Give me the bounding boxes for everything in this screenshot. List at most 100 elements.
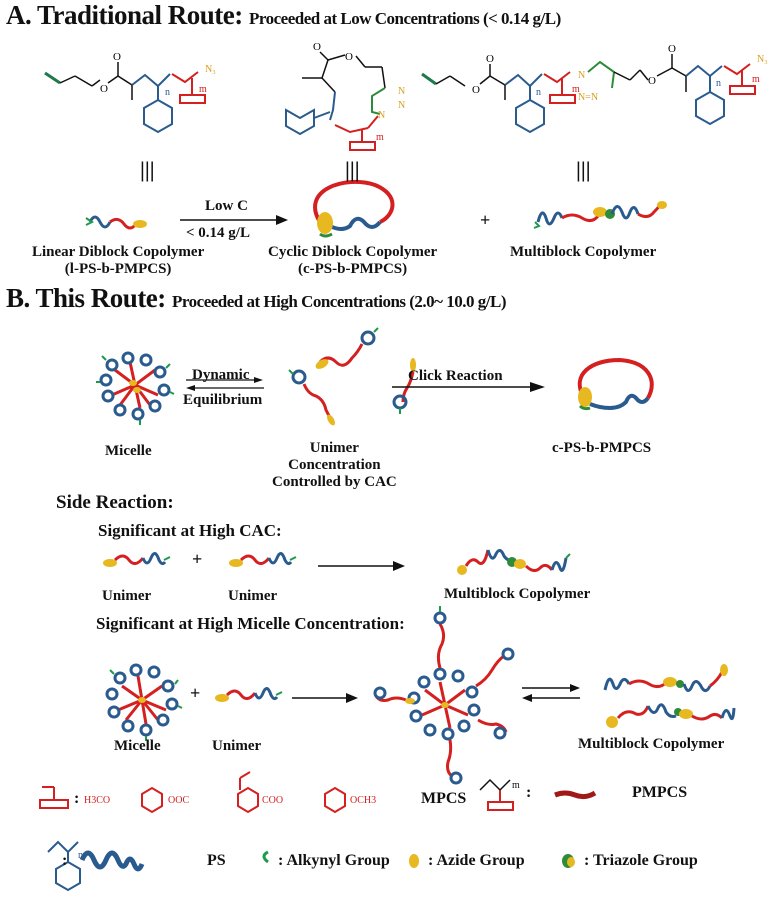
multiblock-cartoon-b2 [603, 664, 736, 728]
svg-text:m: m [752, 74, 760, 85]
click-reaction-arrow [392, 382, 545, 392]
mpcs-colon: : [74, 790, 80, 807]
equiv-symbol-3: ||| [576, 157, 591, 182]
arrow-top-label: Low C [205, 198, 248, 214]
micelle-cartoon-main [96, 351, 175, 425]
click-reaction-label: Click Reaction [408, 368, 503, 384]
svg-text:m: m [376, 132, 384, 143]
svg-text:m: m [572, 84, 580, 95]
reversible-arrows [522, 684, 580, 702]
multiblock-cartoon-b1 [457, 549, 571, 575]
multiblock-label-b2: Multiblock Copolymer [578, 736, 725, 752]
section-a-subtitle: Proceeded at Low Concentrations (< 0.14 … [249, 9, 561, 28]
mpcs-formula-coo: COO [262, 795, 284, 806]
unimer-label-line1: Unimer [309, 440, 359, 456]
svg-text:O: O [313, 41, 321, 53]
svg-text:N₃: N₃ [757, 54, 768, 65]
azide-legend-icon [409, 854, 419, 868]
svg-text:N: N [398, 86, 405, 97]
ps-label: PS [207, 852, 226, 869]
linear-diblock-abbrev: (l-PS-b-PMPCS) [64, 261, 172, 277]
svg-text:O: O [100, 83, 108, 95]
multiblock-label-b1: Multiblock Copolymer [444, 586, 591, 602]
svg-text:O: O [472, 84, 480, 96]
unimer-cartoon-3 [215, 687, 283, 702]
side-reaction-title: Side Reaction: [56, 492, 174, 513]
cyclic-diblock-structure: O O m N N N [285, 41, 405, 151]
svg-text:O: O [648, 75, 656, 87]
pmpcs-legend-structure [479, 778, 597, 811]
unimer-cartoon-2 [229, 552, 297, 567]
unimer-label-line2: Concentration [288, 457, 381, 473]
section-a-heading: A. Traditional Route: [6, 0, 243, 30]
ps-legend-structure [47, 840, 145, 892]
plus-sign-cac: + [192, 549, 203, 569]
micelle-label-main: Micelle [105, 443, 152, 459]
section-a-title: A. Traditional Route: Proceeded at Low C… [6, 0, 561, 31]
svg-text:N: N [398, 100, 405, 111]
arrow-bottom-label: < 0.14 g/L [186, 225, 250, 241]
equiv-symbol-1: ||| [140, 157, 155, 182]
pmpcs-label: PMPCS [632, 784, 688, 801]
mpcs-formula-h3co: H3CO [84, 795, 111, 806]
svg-text:N: N [578, 70, 585, 81]
plus-sign-micelle: + [190, 683, 201, 703]
section-b-heading: B. This Route: [6, 283, 166, 313]
pmpcs-subscript: m [512, 780, 520, 791]
linear-diblock-label: Linear Diblock Copolymer (l-PS-b-PMPCS) [32, 244, 204, 278]
svg-text:O: O [113, 51, 121, 63]
side-reaction-arrow-2 [292, 693, 358, 703]
svg-text:N: N [378, 110, 385, 121]
low-c-arrow [180, 215, 288, 225]
mpcs-label: MPCS [421, 790, 467, 807]
mpcs-formula-och3: OCH3 [350, 795, 377, 806]
unimer-label-1: Unimer [102, 588, 152, 604]
unimer-label-line3: Controlled by CAC [272, 474, 397, 490]
micelle-with-unimers-cartoon [373, 606, 515, 785]
triazole-label: : Triazole Group [584, 852, 698, 869]
alkynyl-legend-icon [262, 850, 269, 864]
side-reaction-arrow-1 [318, 561, 405, 571]
multiblock-cartoon-a [533, 201, 667, 229]
unimer-label-2: Unimer [228, 588, 278, 604]
triazole-legend-icon [562, 854, 575, 868]
multiblock-structure: O O n m N N=N O O n m N₃ [421, 43, 768, 134]
plus-sign-a: + [480, 210, 491, 230]
cyclic-diblock-label: Cyclic Diblock Copolymer (c-PS-b-PMPCS) [268, 244, 437, 278]
svg-text:N=N: N=N [578, 92, 598, 103]
micelle-label-side: Micelle [114, 738, 161, 754]
ps-colon: : [62, 852, 68, 869]
ps-subscript: n [78, 850, 83, 861]
linear-diblock-cartoon [85, 215, 147, 230]
cyclic-product-cartoon [577, 357, 654, 411]
svg-text:O: O [668, 43, 676, 55]
azide-label: : Azide Group [428, 852, 525, 869]
equilibrium-arrows [186, 377, 264, 391]
pmpcs-colon: : [526, 784, 532, 801]
section-b-subtitle: Proceeded at High Concentrations (2.0~ 1… [172, 292, 506, 311]
svg-text:N₃: N₃ [205, 64, 216, 75]
svg-text:m: m [199, 84, 207, 95]
micelle-cartoon-side [105, 663, 183, 741]
alkynyl-label: : Alkynyl Group [278, 852, 390, 869]
svg-text:O: O [345, 51, 353, 63]
svg-text:n: n [536, 87, 541, 98]
equiv-symbol-2: ||| [345, 157, 360, 182]
high-micelle-title: Significant at High Micelle Concentratio… [96, 614, 405, 633]
equilibrium-bottom-label: Equilibrium [183, 392, 263, 408]
high-cac-title: Significant at High CAC: [98, 521, 282, 540]
equilibrium-top-label: Dynamic [192, 367, 250, 383]
linear-diblock-name: Linear Diblock Copolymer [32, 244, 205, 260]
unimers-cartoon [288, 327, 416, 426]
linear-diblock-structure: O O n m N₃ [44, 51, 216, 134]
svg-text:n: n [165, 87, 170, 98]
cyclic-diblock-name: Cyclic Diblock Copolymer [268, 244, 438, 260]
svg-text:O: O [486, 53, 494, 65]
mpcs-legend-structure [39, 771, 346, 814]
multiblock-label-a: Multiblock Copolymer [510, 244, 657, 260]
svg-text:n: n [716, 78, 721, 89]
mpcs-formula-ooc: OOC [168, 795, 190, 806]
unimer-cartoon-1 [103, 552, 171, 567]
cyclic-diblock-abbrev: (c-PS-b-PMPCS) [298, 261, 408, 277]
cyclic-product-label: c-PS-b-PMPCS [552, 440, 652, 456]
